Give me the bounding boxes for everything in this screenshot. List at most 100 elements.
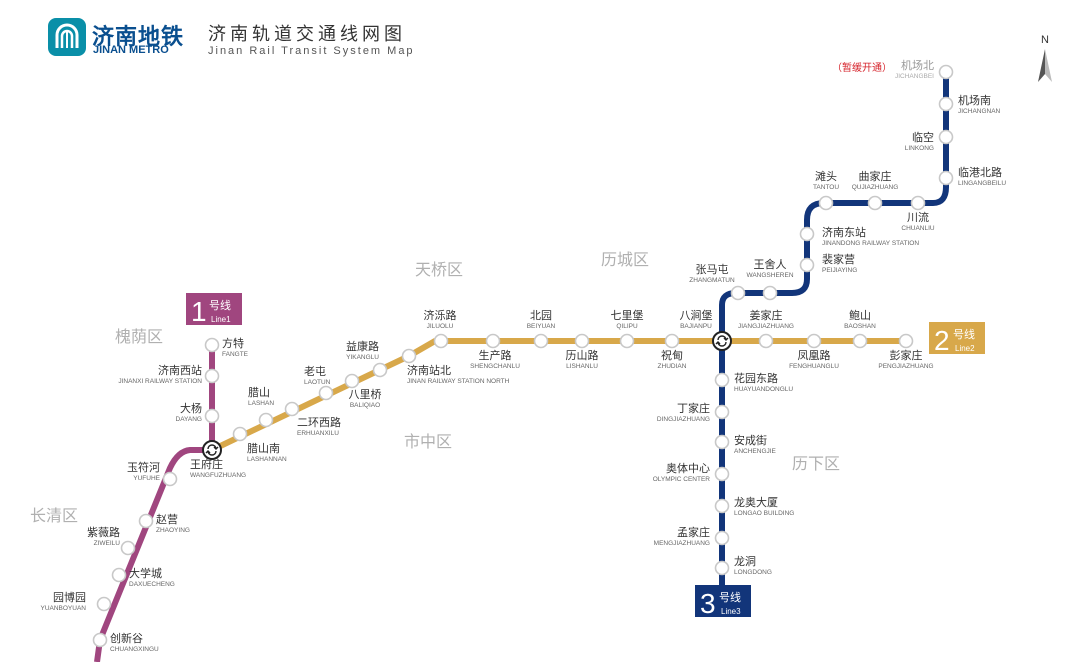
line1-badge: 1 号线 Line1	[186, 293, 242, 327]
station-marker	[574, 333, 590, 349]
station-name: 二环西路	[297, 416, 341, 429]
station-marker	[204, 368, 220, 384]
station-name: 八里桥	[349, 388, 382, 401]
station-name: 方特	[222, 336, 244, 350]
station-name: 生产路	[479, 348, 512, 362]
station-name: 济泺路	[424, 308, 457, 322]
district-label: 槐荫区	[115, 327, 163, 346]
station-name: 济南站北	[407, 363, 451, 377]
line2-badge-number: 2	[934, 325, 950, 356]
station-marker	[714, 372, 730, 388]
station-name-en: DAYANG	[176, 416, 203, 423]
station-marker	[714, 404, 730, 420]
station-name-en: YIKANGLU	[346, 354, 379, 361]
station-marker	[485, 333, 501, 349]
station-name-en: BEIYUAN	[527, 323, 556, 330]
station-marker	[806, 333, 822, 349]
map-subtitle: Jinan Rail Transit System Map	[208, 45, 415, 57]
station-name: 川流	[907, 210, 929, 224]
station-name-en: FANGTE	[222, 351, 249, 358]
station-marker	[714, 434, 730, 450]
logo-english-text: JINAN METRO	[93, 44, 169, 56]
district-label: 历下区	[792, 454, 840, 473]
station-marker	[910, 195, 926, 211]
station-marker	[762, 285, 778, 301]
station-name-en: JICHANGNAN	[958, 108, 1001, 115]
station-name-en: CHUANLIU	[901, 225, 935, 232]
interchange-station-marker	[202, 440, 222, 460]
station-marker	[818, 195, 834, 211]
north-arrow-icon	[1038, 49, 1052, 82]
station-name-en: TANTOU	[813, 184, 839, 191]
station-name: 王舍人	[754, 257, 787, 271]
station-name: 祝甸	[661, 348, 683, 362]
station-name-en: BAJIANPU	[680, 323, 712, 330]
station-marker	[799, 257, 815, 273]
station-marker	[758, 333, 774, 349]
station-name-en: BAOSHAN	[844, 323, 876, 330]
station-marker	[938, 170, 954, 186]
station-marker	[533, 333, 549, 349]
line3-badge: 3 号线 Line3	[695, 585, 751, 619]
station-marker	[867, 195, 883, 211]
station-name-en: JICHANGBEI	[895, 73, 934, 80]
line3-route	[719, 72, 949, 587]
station-name: 赵营	[156, 512, 178, 526]
station-marker	[714, 466, 730, 482]
station-marker	[433, 333, 449, 349]
station-marker	[372, 362, 388, 378]
station-marker	[96, 596, 112, 612]
station-name-en: LISHANLU	[566, 363, 598, 370]
station-name: 八涧堡	[680, 308, 713, 322]
district-label: 长清区	[30, 506, 78, 525]
station-name-en: LINKONG	[905, 145, 934, 152]
line1-badge-en: Line1	[211, 315, 231, 324]
station-name: 大杨	[180, 401, 202, 415]
station-name-en: JIANGJIAZHUANG	[738, 323, 794, 330]
station-marker	[898, 333, 914, 349]
station-marker	[204, 408, 220, 424]
station-name: 临空	[912, 130, 934, 144]
station-name: 临港北路	[958, 165, 1002, 179]
station-name: 七里堡	[611, 308, 644, 322]
suspended-note: （暂缓开通）	[832, 61, 892, 74]
station-name: 创新谷	[110, 631, 143, 645]
station-name: 腊山南	[247, 442, 280, 455]
line3-badge-en: Line3	[721, 607, 741, 616]
station-name: 济南东站	[822, 225, 866, 239]
interchange-icon	[205, 444, 219, 456]
station-name-en: LASHANNAN	[247, 456, 287, 463]
station-marker	[92, 632, 108, 648]
station-name-en: WANGSHEREN	[746, 272, 793, 279]
station-name-en: ERHUANXILU	[297, 430, 339, 437]
station-marker	[318, 385, 334, 401]
line-badges: 1 号线 Line1 2 号线 Line2 3 号线 Line3	[186, 293, 985, 619]
metro-logo-icon	[48, 18, 86, 56]
line2-badge-en: Line2	[955, 344, 975, 353]
station-name-en: LINGANGBEILU	[958, 180, 1006, 187]
